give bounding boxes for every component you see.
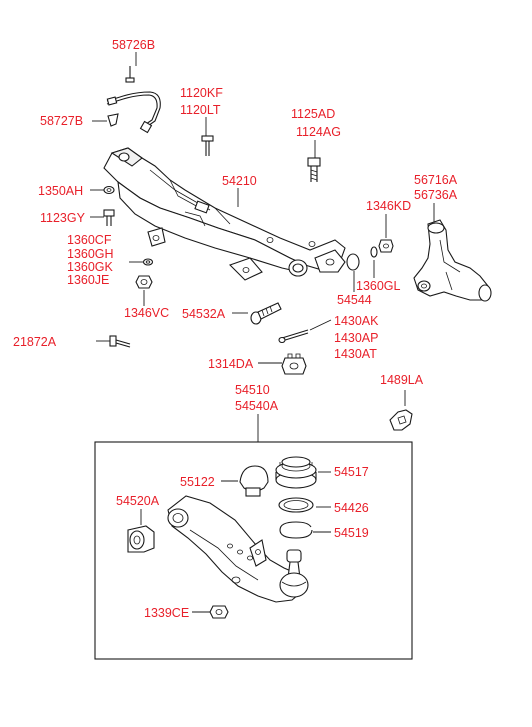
bolt-54532A[interactable]	[250, 302, 282, 325]
label-1339CE[interactable]: 1339CE	[144, 606, 189, 620]
label-1120KF[interactable]: 1120KF	[180, 86, 223, 100]
label-54510[interactable]: 54510	[235, 383, 270, 397]
crossmember[interactable]	[103, 147, 346, 281]
lower-arm-assembly-frame	[94, 441, 413, 660]
nut-1346KD[interactable]	[378, 239, 394, 253]
label-1120LT[interactable]: 1120LT	[180, 103, 221, 117]
cotter-pin-1430AK[interactable]	[278, 329, 309, 344]
label-54520A[interactable]: 54520A	[116, 494, 160, 508]
label-1489LA[interactable]: 1489LA	[380, 373, 424, 387]
label-1430AT[interactable]: 1430AT	[334, 347, 377, 361]
bump-stopper-55122[interactable]	[239, 465, 269, 497]
label-54532A[interactable]: 54532A	[182, 307, 226, 321]
label-1360GL[interactable]: 1360GL	[356, 279, 401, 293]
lower-arm[interactable]	[167, 495, 305, 603]
bracket-1489LA[interactable]	[389, 409, 413, 431]
label-1360JE[interactable]: 1360JE	[67, 273, 109, 287]
castle-nut-1314DA[interactable]	[281, 353, 307, 375]
label-1314DA[interactable]: 1314DA	[208, 357, 254, 371]
label-1346VC[interactable]: 1346VC	[124, 306, 169, 320]
cap-54544[interactable]	[346, 253, 360, 271]
label-56736A[interactable]: 56736A	[414, 188, 458, 202]
label-56716A[interactable]: 56716A	[414, 173, 458, 187]
label-55122[interactable]: 55122	[180, 475, 215, 489]
washer-1360GL[interactable]	[370, 246, 378, 258]
leader-lines	[90, 52, 435, 613]
hose-bolt[interactable]	[125, 66, 135, 83]
nut-1339CE[interactable]	[209, 605, 229, 619]
label-58726B[interactable]: 58726B	[112, 38, 155, 52]
dust-cover-54517[interactable]	[275, 456, 317, 489]
label-1346KD[interactable]: 1346KD	[366, 199, 411, 213]
bolt-1120KF[interactable]	[201, 135, 214, 156]
label-1124AG[interactable]: 1124AG	[296, 125, 341, 139]
ring-54426[interactable]	[278, 497, 314, 513]
nut-1346VC[interactable]	[135, 275, 153, 289]
label-54517[interactable]: 54517	[334, 465, 369, 479]
label-58727B[interactable]: 58727B	[40, 114, 83, 128]
bolt-21872A[interactable]	[109, 335, 131, 348]
label-1360GK[interactable]: 1360GK	[67, 260, 114, 274]
label-1430AP[interactable]: 1430AP	[334, 331, 378, 345]
washer-1350AH[interactable]	[103, 185, 115, 195]
label-1125AD[interactable]: 1125AD	[291, 107, 335, 121]
ball-joint[interactable]	[279, 549, 309, 598]
bolt-1124AG[interactable]	[307, 157, 321, 182]
washer-1360CF[interactable]	[142, 258, 154, 266]
label-1430AK[interactable]: 1430AK	[334, 314, 379, 328]
label-1123GY[interactable]: 1123GY	[40, 211, 86, 225]
label-1350AH[interactable]: 1350AH	[38, 184, 83, 198]
label-54544[interactable]: 54544	[337, 293, 372, 307]
snap-ring-54519[interactable]	[279, 521, 313, 539]
bushing-54520A[interactable]	[127, 525, 155, 553]
label-54426[interactable]: 54426	[334, 501, 369, 515]
label-54210[interactable]: 54210	[222, 174, 257, 188]
label-1360GH[interactable]: 1360GH	[67, 247, 114, 261]
label-54519[interactable]: 54519	[334, 526, 369, 540]
label-1360CF[interactable]: 1360CF	[67, 233, 112, 247]
steering-knuckle[interactable]	[413, 219, 492, 302]
label-21872A[interactable]: 21872A	[13, 335, 57, 349]
hose-clip-58727B[interactable]	[107, 113, 119, 127]
label-54540A[interactable]: 54540A	[235, 399, 279, 413]
brake-hose[interactable]	[106, 91, 161, 134]
bolt-1123GY[interactable]	[103, 209, 115, 226]
